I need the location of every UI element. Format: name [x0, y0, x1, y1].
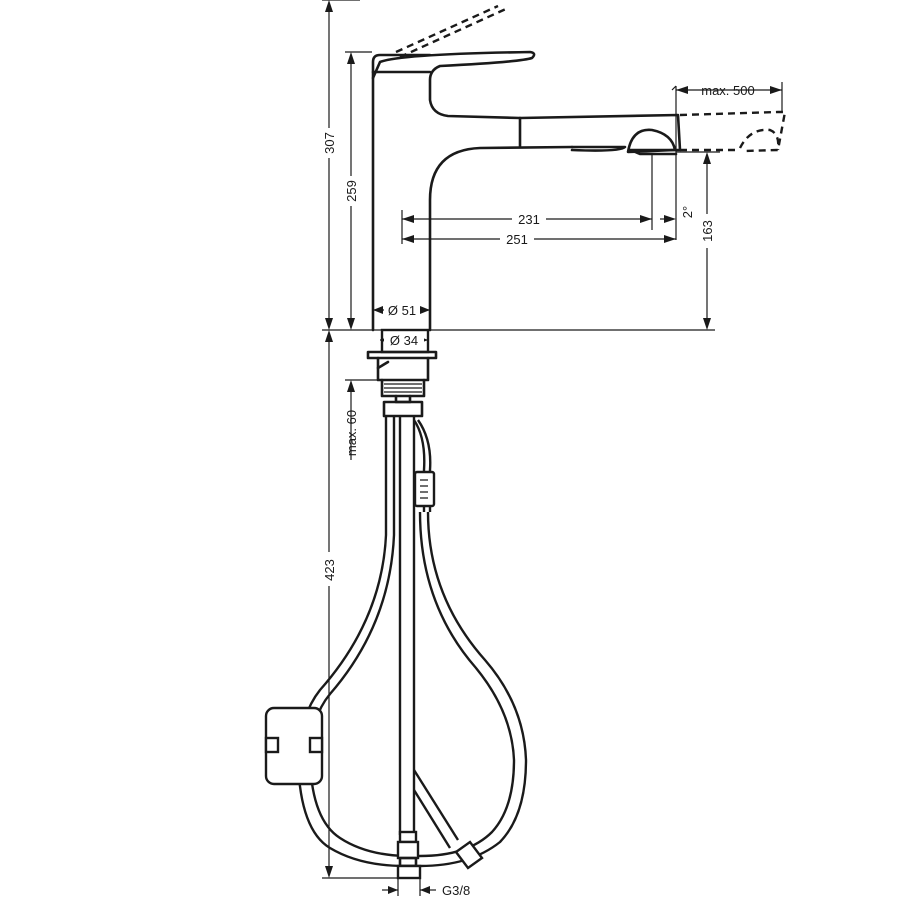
faucet-body: [371, 50, 574, 332]
lever-dashed-position: [395, 4, 509, 59]
spout: [518, 113, 682, 230]
dim-reach-outer: 251: [506, 232, 528, 247]
spout-pullout-dashed: [679, 110, 787, 153]
dimension-labels: 307 259 423 max. 60 163 2° max. 500 231 …: [320, 83, 755, 898]
dim-connection-thread: G3/8: [442, 883, 470, 898]
dim-reach-pullout: max. 500: [701, 83, 754, 98]
dim-reach-inner: 231: [518, 212, 540, 227]
hoses: [264, 416, 528, 880]
dim-spout-height: 259: [344, 180, 359, 202]
dim-shank-diameter: Ø 34: [390, 333, 418, 348]
dim-spout-clearance: 163: [700, 220, 715, 242]
dim-body-diameter: Ø 51: [388, 303, 416, 318]
dim-deck-thickness: max. 60: [344, 410, 359, 456]
dim-spout-angle: 2°: [680, 206, 695, 218]
dim-total-height: 307: [322, 132, 337, 154]
brand-logo-mark: [420, 479, 428, 499]
dimension-lines: [322, 0, 783, 896]
dim-hose-length: 423: [322, 559, 337, 581]
